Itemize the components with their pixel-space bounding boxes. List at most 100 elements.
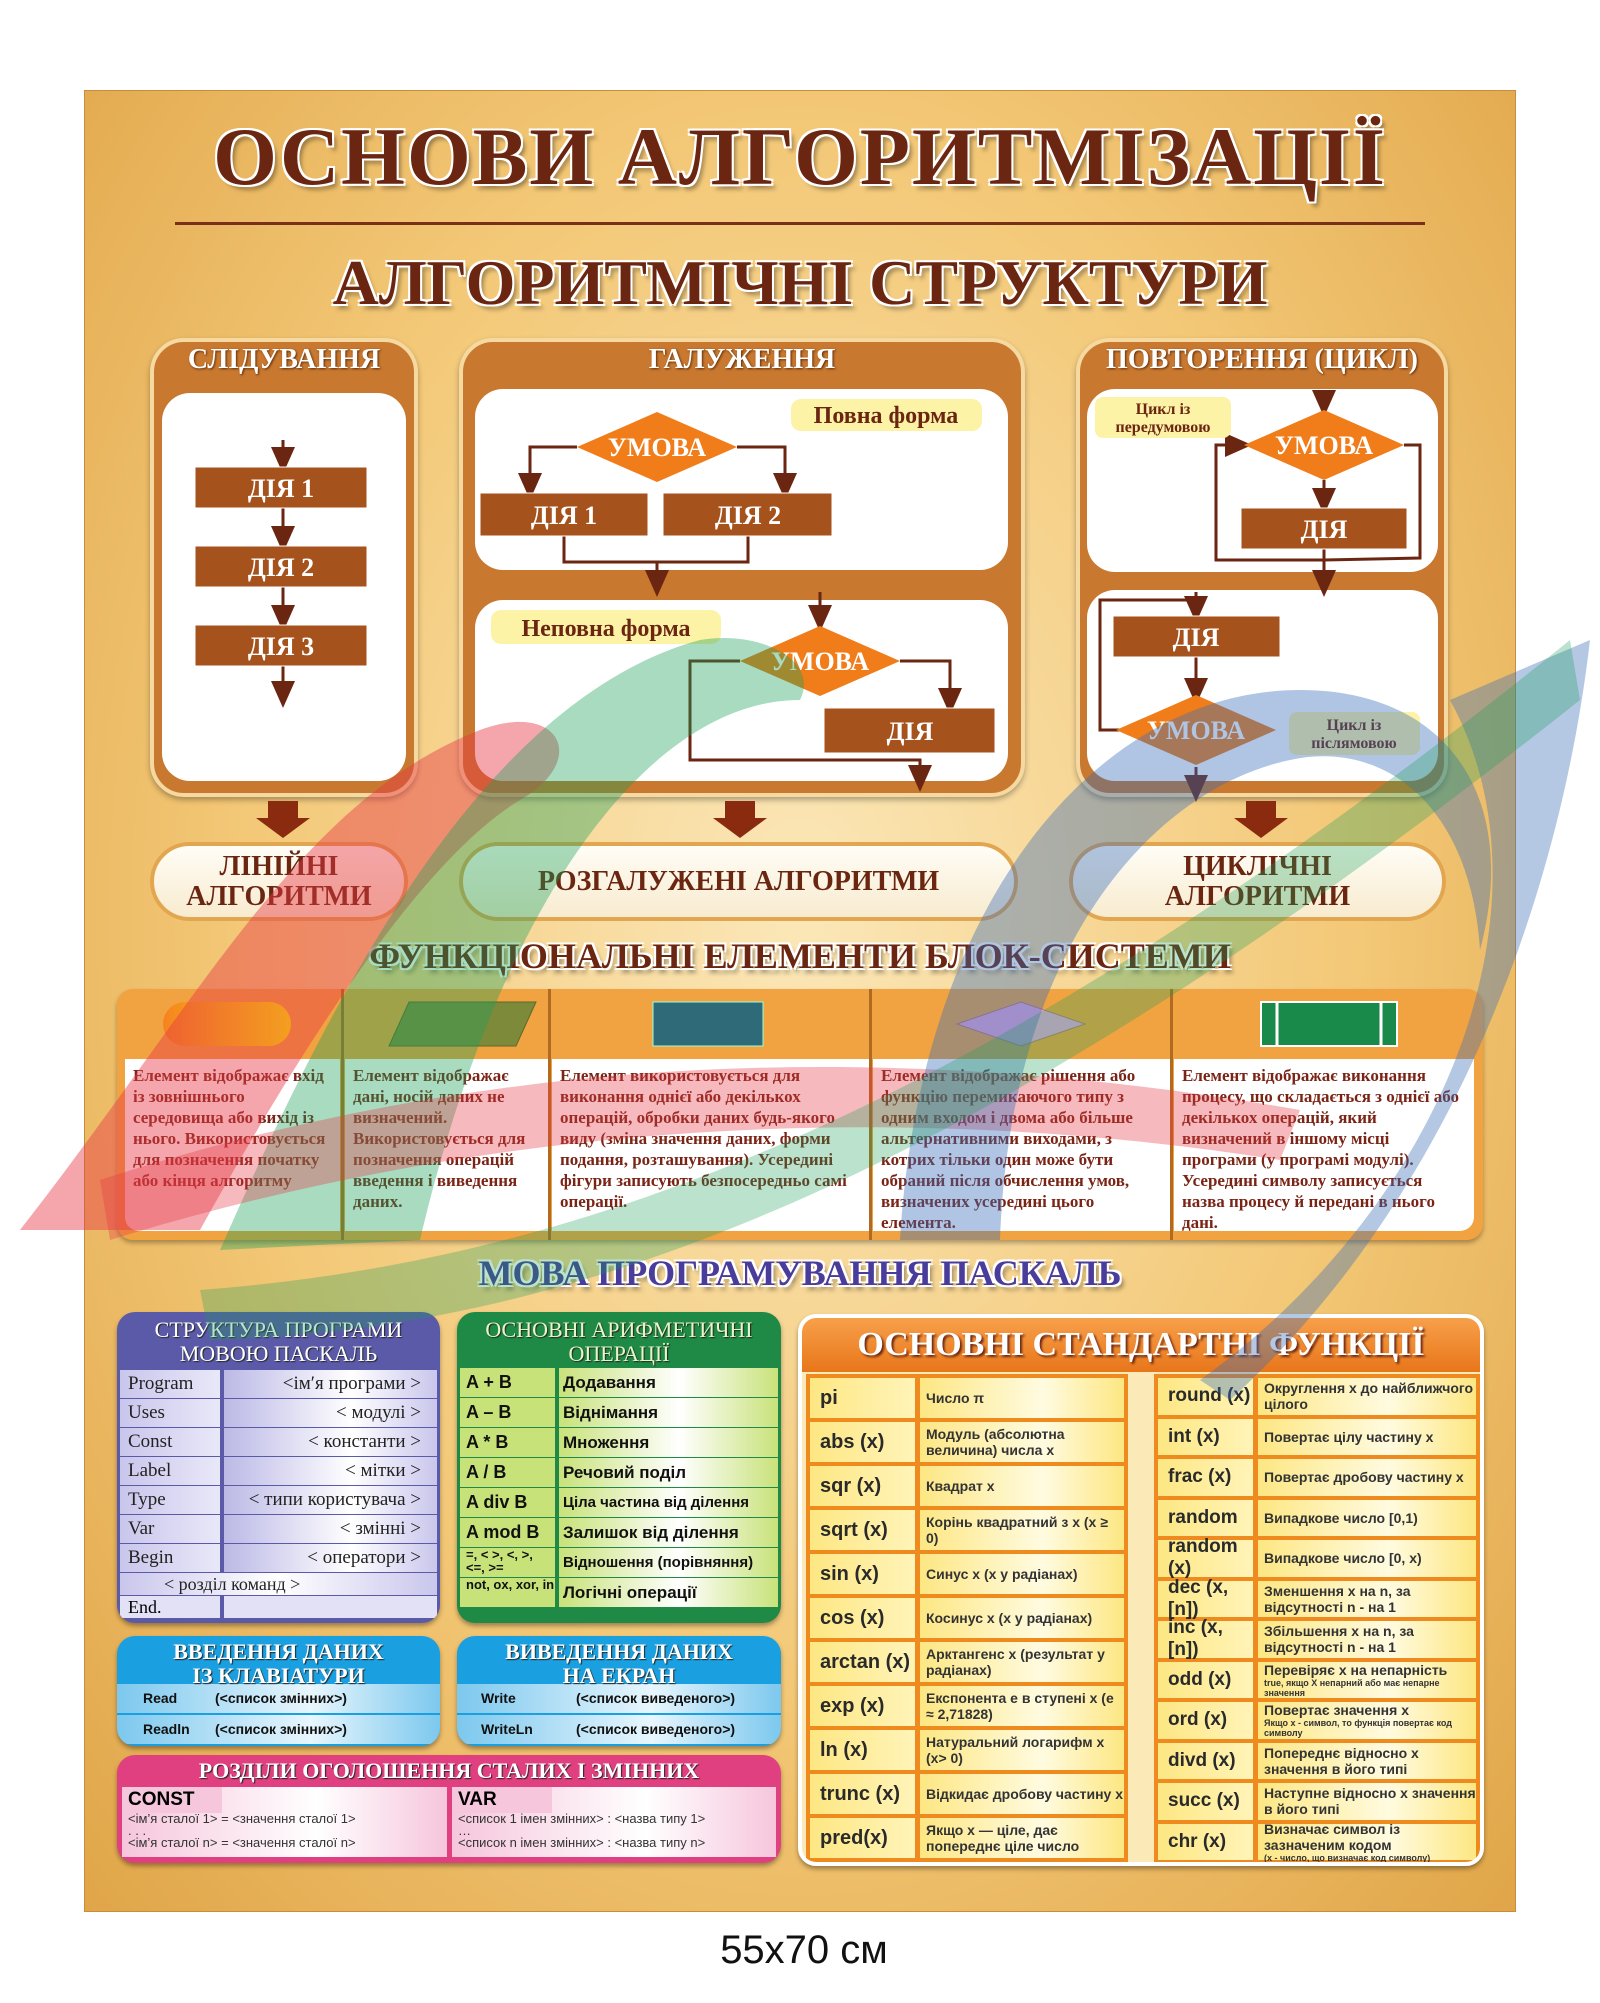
sequence-step-1: ДІЯ 1 bbox=[248, 474, 314, 503]
functions-title: ОСНОВНІ СТАНДАРТНІ ФУНКЦІЇ bbox=[802, 1318, 1480, 1372]
pre-loop-label-2: передумовою bbox=[1115, 419, 1210, 436]
function-description-cell: Натуральний логарифм x (x> 0) bbox=[920, 1730, 1124, 1770]
sequence-title: СЛІДУВАННЯ bbox=[187, 344, 381, 375]
structure-keyword: Label bbox=[120, 1457, 220, 1485]
function-row: pred(x)Якщо x — ціле, дає попереднє ціле… bbox=[810, 1818, 1124, 1862]
decision-description: Елемент відображає рішення або функцію п… bbox=[873, 1059, 1171, 1232]
function-row: random (x)Випадкове число [0, x) bbox=[1158, 1536, 1476, 1581]
down-arrow-icon bbox=[1234, 801, 1288, 838]
function-row: succ (x)Наступне відносно x значення в й… bbox=[1158, 1783, 1476, 1824]
input-command: Read bbox=[143, 1690, 178, 1706]
input-args: (<список змінних>) bbox=[215, 1721, 347, 1737]
var-line: <список n імен змінних> : <назва типу n> bbox=[458, 1835, 706, 1850]
structure-title-2: МОВОЮ ПАСКАЛЬ bbox=[179, 1341, 378, 1366]
function-description: Арктангенс x (результат у радіанах) bbox=[926, 1646, 1105, 1678]
loop-post-condition: УМОВА bbox=[1147, 716, 1246, 745]
output-row: Write(<список виведеного>) bbox=[457, 1684, 781, 1713]
arith-meaning: Залишок від ділення bbox=[559, 1518, 778, 1547]
output-args: (<список виведеного>) bbox=[576, 1721, 736, 1737]
branch-action-2: ДІЯ 2 bbox=[715, 501, 781, 530]
loop-post-action: ДІЯ bbox=[1173, 623, 1220, 652]
arith-meaning: Речовий поділ bbox=[559, 1458, 778, 1487]
function-description: Відкидає дробову частину x bbox=[926, 1786, 1123, 1802]
function-description-cell: Синус x (x у радіанах) bbox=[920, 1554, 1124, 1594]
arith-operator: A / B bbox=[460, 1458, 555, 1487]
structure-row: Begin< оператори > bbox=[120, 1544, 437, 1572]
function-description-cell: Наступне відносно x значення в його типі bbox=[1258, 1783, 1476, 1820]
function-row: int (x) Повертає цілу частину x bbox=[1158, 1418, 1476, 1459]
function-description: Збільшення x на n, за відсутності n - на… bbox=[1264, 1623, 1414, 1656]
functional-elements-table: Елемент відображає вхід із зовнішнього с… bbox=[117, 989, 1483, 1240]
arith-operator: A div B bbox=[460, 1488, 555, 1517]
down-arrow-icon bbox=[713, 801, 767, 838]
structure-end-row: End. bbox=[120, 1596, 437, 1618]
function-description: Модуль (абсолютна величина) числа x bbox=[926, 1426, 1065, 1458]
function-description: Повертає дробову частину x bbox=[1264, 1469, 1464, 1486]
subtitle: АЛГОРИТМІЧНІ СТРУКТУРИ bbox=[332, 247, 1268, 318]
cyclic-line-1: ЦИКЛІЧНІ bbox=[1183, 850, 1332, 882]
function-name: cos (x) bbox=[810, 1598, 920, 1638]
full-form-label: Повна форма bbox=[814, 403, 959, 429]
function-name: ord (x) bbox=[1158, 1702, 1258, 1739]
partial-form-label: Неповна форма bbox=[521, 616, 690, 642]
structure-row: Const< константи > bbox=[120, 1428, 437, 1456]
down-arrow-icon bbox=[256, 801, 310, 838]
structure-end: End. bbox=[120, 1596, 220, 1618]
linear-line-2: АЛГОРИТМИ bbox=[186, 880, 372, 912]
function-description: Повертає цілу частину x bbox=[1264, 1428, 1434, 1445]
function-description: Число π bbox=[926, 1390, 985, 1406]
arith-meaning: Множення bbox=[559, 1428, 778, 1457]
function-name: dec (x, [n]) bbox=[1158, 1577, 1258, 1620]
output-title-2: НА ЕКРАН bbox=[562, 1663, 676, 1688]
function-description-cell: Випадкове число [0,1) bbox=[1258, 1499, 1476, 1536]
function-name: int (x) bbox=[1158, 1418, 1258, 1455]
structure-value: < змінні > bbox=[224, 1515, 437, 1543]
function-description: Повертає значення x bbox=[1264, 1702, 1409, 1719]
function-description-cell: Попереднє відносно x значення в його тип… bbox=[1258, 1742, 1476, 1779]
function-description-cell: Число π bbox=[920, 1378, 1124, 1418]
flowcharts: ДІЯ 1 ДІЯ 2 ДІЯ 3 ДІЯ 1 ДІЯ 2 ДІЯ ДІЯ ДІ… bbox=[194, 390, 1422, 838]
function-description-cell: Квадрат x bbox=[920, 1466, 1124, 1506]
function-name: pred(x) bbox=[810, 1818, 920, 1858]
structure-value: < модулі > bbox=[224, 1399, 437, 1427]
output-row: WriteLn(<список виведеного>) bbox=[457, 1715, 781, 1744]
arith-meaning: Логічні операції bbox=[559, 1578, 778, 1607]
loop-pre-condition: УМОВА bbox=[1275, 431, 1374, 460]
function-note: (x - число, що визначає код символу) bbox=[1264, 1852, 1431, 1863]
arith-meaning: Віднімання bbox=[559, 1398, 778, 1427]
function-name: divd (x) bbox=[1158, 1742, 1258, 1779]
sequence-step-3: ДІЯ 3 bbox=[248, 632, 314, 661]
function-description-cell: Експонента е в ступені x (e ≈ 2,71828) bbox=[920, 1686, 1124, 1726]
function-description-cell: Корінь квадратний з x (x ≥ 0) bbox=[920, 1510, 1124, 1550]
arith-meaning: Відношення (порівняння) bbox=[559, 1548, 778, 1577]
structure-keyword: Begin bbox=[120, 1544, 220, 1572]
input-row: Read(<список змінних>) bbox=[117, 1684, 440, 1713]
function-description: Зменшення x на n, за відсутності n - на … bbox=[1264, 1582, 1411, 1615]
const-line: <ім’я сталої n> = <значення сталої n> bbox=[128, 1835, 356, 1850]
function-name: sin (x) bbox=[810, 1554, 920, 1594]
arith-operator: A – B bbox=[460, 1398, 555, 1427]
data-description: Елемент відображає дані, носій даних не … bbox=[345, 1059, 549, 1231]
output-title-1: ВИВЕДЕННЯ ДАНИХ bbox=[505, 1639, 733, 1664]
function-name: abs (x) bbox=[810, 1422, 920, 1462]
function-note: true, якщо X непарний або має непарне зн… bbox=[1264, 1677, 1440, 1698]
function-description-cell: Округлення x до найближчого цілого bbox=[1258, 1378, 1476, 1415]
decision-shape bbox=[955, 1001, 1087, 1047]
function-row: round (x)Округлення x до найближчого ціл… bbox=[1158, 1378, 1476, 1419]
terminator-description: Елемент відображає вхід із зовнішнього с… bbox=[125, 1059, 340, 1231]
declarations-box: РОЗДІЛИ ОГОЛОШЕННЯ СТАЛИХ І ЗМІННИХ CONS… bbox=[117, 1755, 781, 1863]
functional-elements-title: ФУНКЦІОНАЛЬНІ ЕЛЕМЕНТИ БЛОК-СИСТЕМИ bbox=[369, 936, 1231, 976]
function-name: pi bbox=[810, 1378, 920, 1418]
function-description: Експонента е в ступені x (e ≈ 2,71828) bbox=[926, 1690, 1114, 1722]
terminator-shape bbox=[163, 1002, 291, 1046]
branching-algorithms-oval: РОЗГАЛУЖЕНІ АЛГОРИТМИ bbox=[459, 842, 1018, 921]
arith-meaning: Додавання bbox=[559, 1368, 778, 1397]
structure-value: < константи > bbox=[224, 1428, 437, 1456]
main-title: ОСНОВИ АЛГОРИТМІЗАЦІЇ bbox=[213, 111, 1387, 202]
function-note: Якщо x - символ, то функція повертає код… bbox=[1264, 1718, 1452, 1739]
function-description-cell: Відкидає дробову частину x bbox=[920, 1774, 1124, 1814]
